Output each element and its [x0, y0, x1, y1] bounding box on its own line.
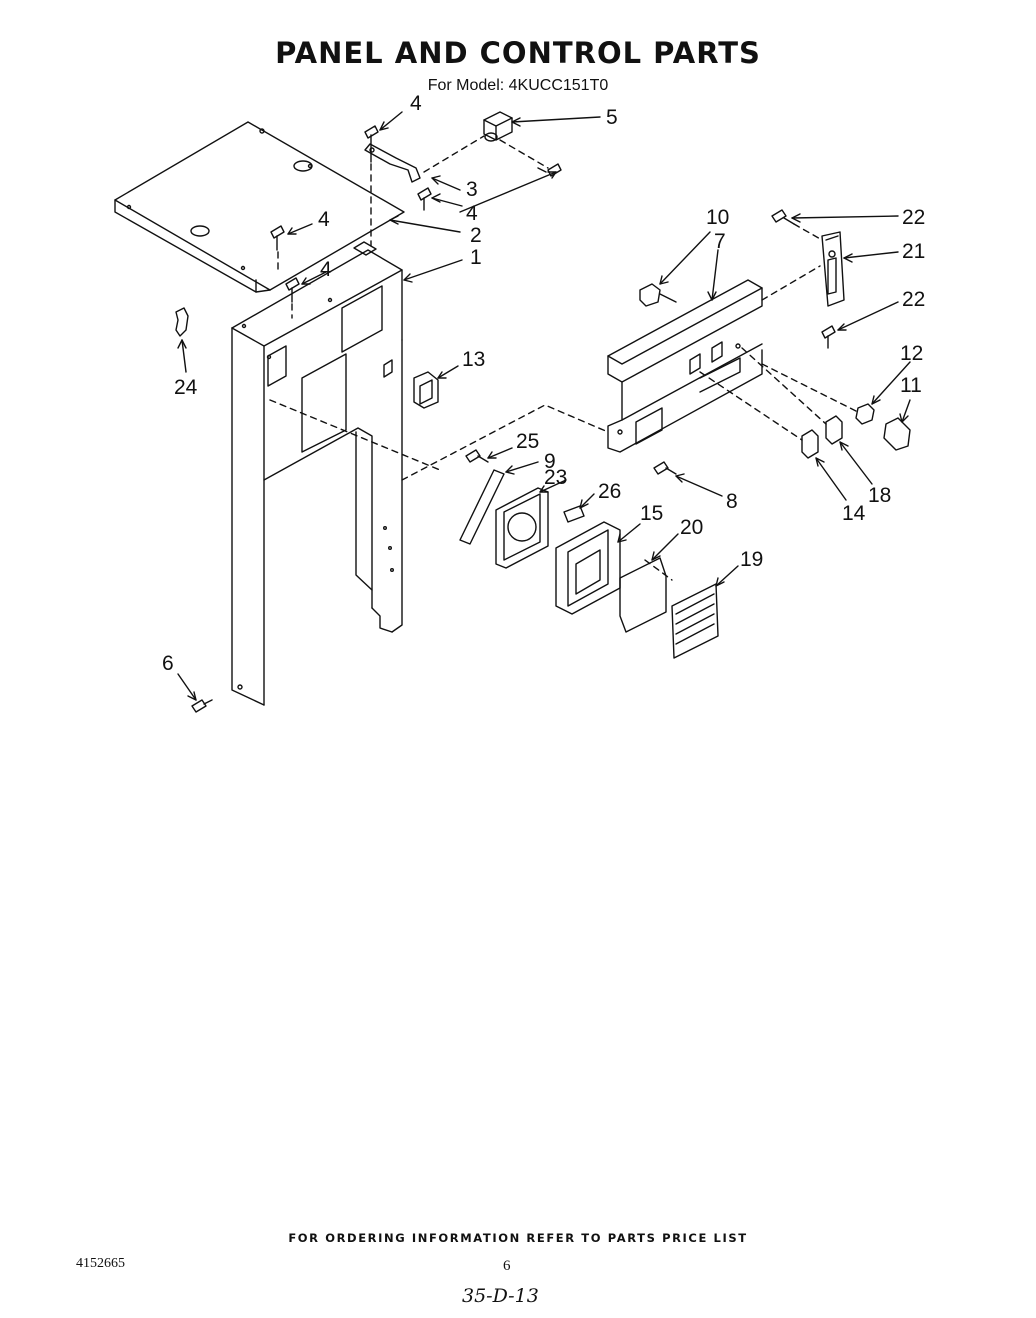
callout-arrows — [177, 111, 911, 701]
clip — [175, 307, 189, 337]
handwritten-annotation: 35-D-13 — [462, 1285, 539, 1307]
callout-label: 22 — [902, 288, 925, 311]
control-console — [607, 279, 763, 453]
callout-label: 25 — [516, 430, 539, 453]
callout-label: 6 — [162, 652, 174, 675]
callout-label: 22 — [902, 206, 925, 229]
document-number: 4152665 — [76, 1256, 125, 1271]
page-title: PANEL AND CONTROL PARTS — [275, 36, 761, 70]
callout-label: 26 — [598, 480, 621, 503]
callout-label: 4 — [466, 202, 478, 225]
page-number: 6 — [503, 1258, 511, 1274]
top-cover-panel — [114, 121, 405, 293]
ordering-footer-note: FOR ORDERING INFORMATION REFER TO PARTS … — [288, 1231, 748, 1245]
callout-label: 4 — [320, 258, 332, 281]
callout-label: 2 — [470, 224, 482, 247]
callout-label: 9 — [544, 450, 556, 473]
callout-label: 12 — [900, 342, 923, 365]
callout-label: 7 — [714, 230, 726, 253]
model-subtitle: For Model: 4KUCC151T0 — [427, 77, 609, 94]
callout-label: 3 — [466, 178, 478, 201]
callout-labels: 4 5 3 4 2 4 4 1 10 7 22 21 22 12 11 13 2… — [162, 92, 925, 675]
dashed-leaders — [269, 135, 859, 581]
console-switches — [801, 403, 911, 459]
callout-label: 14 — [842, 502, 866, 525]
callout-label: 11 — [900, 374, 922, 397]
knob-assembly — [639, 283, 677, 307]
callout-label: 19 — [740, 548, 763, 571]
screws — [191, 125, 836, 713]
callout-label: 23 — [544, 466, 567, 489]
callout-label: 4 — [318, 208, 330, 231]
callout-label: 21 — [902, 240, 925, 263]
rocker-switch — [413, 371, 439, 409]
callout-label: 8 — [726, 490, 738, 513]
callout-label: 1 — [470, 246, 482, 269]
fan-parts — [459, 469, 719, 659]
callout-label: 20 — [680, 516, 703, 539]
callout-label: 4 — [410, 92, 422, 115]
callout-label: 5 — [606, 106, 618, 129]
callout-label: 10 — [706, 206, 729, 229]
callout-label: 18 — [868, 484, 891, 507]
side-pillar-panel — [231, 249, 403, 706]
light-bracket — [821, 231, 845, 307]
callout-label: 24 — [174, 376, 198, 399]
bracket-and-thermostat — [364, 111, 513, 183]
callout-label: 13 — [462, 348, 485, 371]
callout-label: 15 — [640, 502, 663, 525]
